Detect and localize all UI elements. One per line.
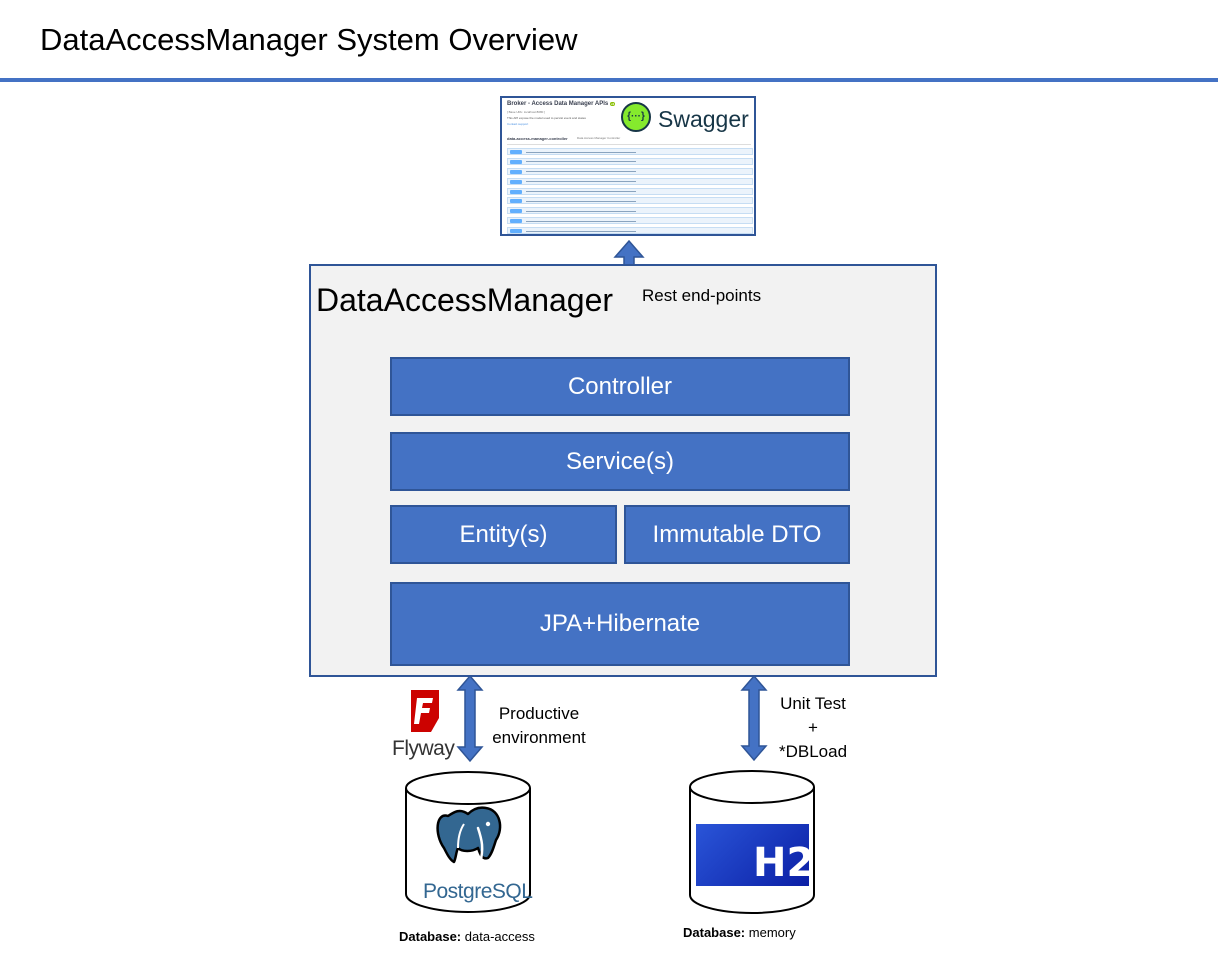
swagger-get-badge (510, 219, 522, 224)
title-divider (0, 78, 1218, 82)
swagger-get-badge (510, 199, 522, 204)
postgres-elephant-icon (436, 806, 502, 872)
swagger-ui-thumbnail: Broker - Access Data Manager APIs v1 [ B… (500, 96, 756, 236)
page-title: DataAccessManager System Overview (40, 22, 578, 57)
swagger-endpoint-path (526, 151, 636, 153)
swagger-endpoint-row (507, 148, 753, 155)
controller-layer: Controller (390, 357, 850, 416)
entity-layer: Entity(s) (390, 505, 617, 564)
swagger-endpoint-row (507, 187, 753, 195)
flyway-logo-icon (411, 690, 439, 732)
swagger-endpoint-row (507, 157, 753, 165)
postgres-logo-text: PostgreSQL (423, 880, 533, 903)
swagger-api-title: Broker - Access Data Manager APIs v1 (507, 101, 616, 107)
jpa-hibernate-layer: JPA+Hibernate (390, 582, 850, 666)
swagger-version-badge: v1 (609, 102, 616, 106)
swagger-controller-header: data-access-manager-controller Data Acce… (507, 136, 751, 145)
h2-database-caption: Database: memory (683, 925, 796, 940)
swagger-get-badge (510, 189, 522, 194)
swagger-get-badge (510, 169, 522, 174)
swagger-endpoint-path (526, 181, 636, 183)
rest-endpoints-label: Rest end-points (642, 286, 762, 305)
swagger-endpoint-list (507, 148, 753, 234)
swagger-endpoint-row (507, 177, 753, 185)
swagger-base-url: [ Base URL: localhost:8080 ] (507, 110, 546, 114)
swagger-get-badge (510, 209, 522, 214)
productive-environment-label: Productive environment (492, 704, 586, 747)
swagger-endpoint-row (507, 167, 753, 175)
swagger-endpoint-path (526, 200, 636, 202)
swagger-endpoint-row (507, 227, 753, 234)
swagger-endpoint-path (526, 161, 636, 163)
swagger-endpoint-path (526, 191, 636, 193)
h2-logo-text: H2 (753, 840, 815, 886)
swagger-get-badge (510, 229, 522, 234)
flyway-logo-text: Flyway (392, 737, 455, 760)
productive-arrow (456, 674, 484, 763)
swagger-endpoint-row (507, 217, 753, 225)
swagger-endpoint-row (507, 197, 753, 205)
immutable-dto-layer: Immutable DTO (624, 505, 850, 564)
swagger-endpoint-row (507, 207, 753, 215)
swagger-logo-text: Swagger (658, 106, 749, 132)
unit-test-label: Unit Test + *DBLoad (778, 694, 848, 761)
swagger-get-badge (510, 179, 522, 184)
swagger-endpoint-path (526, 171, 636, 173)
swagger-description: This API expose the model used to persis… (507, 116, 586, 120)
unit-test-arrow (740, 674, 768, 762)
swagger-endpoint-path (526, 230, 636, 232)
h2-logo-panel (696, 824, 809, 886)
swagger-endpoint-path (526, 210, 636, 212)
swagger-controller-desc: Data Access Manager Controller (577, 136, 621, 140)
swagger-get-badge (510, 159, 522, 164)
postgres-database-icon (405, 771, 531, 913)
swagger-get-badge (510, 150, 522, 154)
swagger-logo-icon: {···} (621, 102, 651, 132)
swagger-link: Contact support (507, 122, 529, 126)
swagger-controller-name: data-access-manager-controller (507, 136, 568, 141)
swagger-endpoint-path (526, 220, 636, 222)
service-layer: Service(s) (390, 432, 850, 491)
component-title: DataAccessManager (316, 282, 614, 318)
postgres-database-caption: Database: data-access (399, 929, 535, 944)
